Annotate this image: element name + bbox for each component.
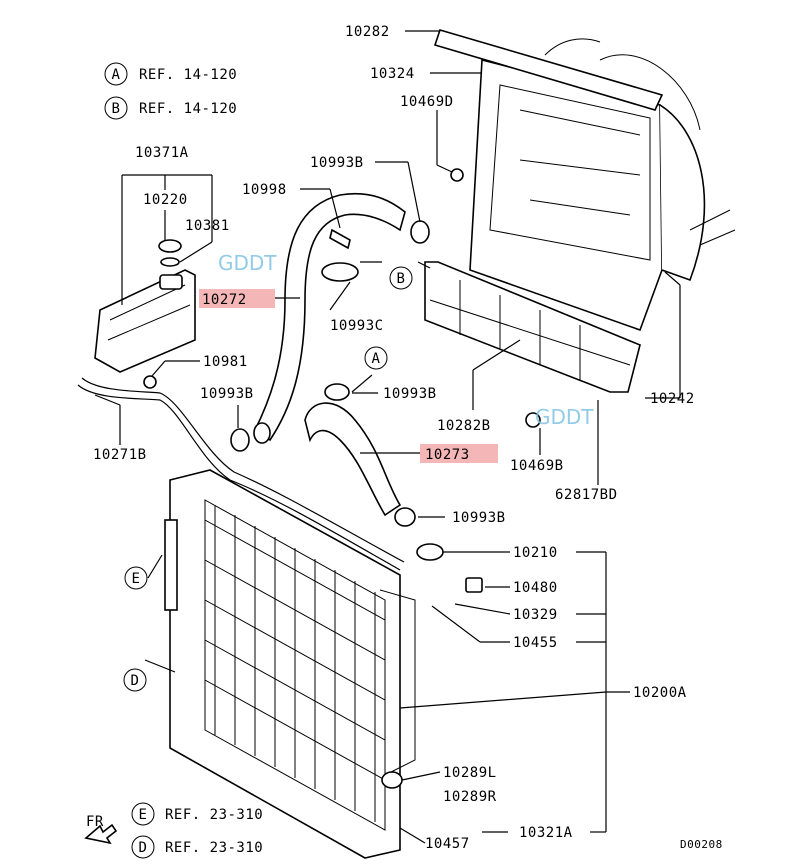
bolt-10469d [450,168,464,182]
leader-lines [94,30,681,844]
svg-text:D: D [131,673,140,689]
ref-b-letter: B [112,101,121,117]
label-10273: 10273 [425,447,470,463]
hose-clamp-upper [410,220,430,244]
lower-hose [304,402,402,517]
tank-bolt [143,375,157,389]
radiator-cap [416,543,444,561]
label-10381: 10381 [185,218,230,234]
svg-text:B: B [397,271,406,287]
label-10480: 10480 [513,580,558,596]
label-10455: 10455 [513,635,558,651]
bolt-10469b [525,412,541,428]
ref-d: D REF. 23-310 [131,835,263,859]
ref-e: E REF. 23-310 [131,802,263,826]
label-10993c: 10993C [330,318,384,334]
label-10469d: 10469D [400,94,454,110]
label-10282: 10282 [345,24,390,40]
label-10282b: 10282B [437,418,491,434]
ref-a-letter: A [112,67,121,83]
label-10271b: 10271B [93,447,147,463]
callout-e: E [124,566,148,590]
label-10993b-4: 10993B [452,510,506,526]
bracket-10998 [329,228,351,250]
hose-clamp-lower-a [324,383,350,401]
callout-d: D [123,668,147,692]
label-10289r: 10289R [443,789,497,805]
label-10210: 10210 [513,545,558,561]
tank-cap [158,239,182,267]
label-10993b-3: 10993B [383,386,437,402]
label-10993b-1: 10993B [310,155,364,171]
ref-d-letter: D [139,840,148,856]
radiator [164,469,416,859]
front-arrow-icon [84,823,118,845]
ref-b: B REF. 14-120 [104,96,237,120]
svg-text:E: E [132,571,141,587]
highlight-10272 [199,289,275,308]
label-diagram-code: D00208 [680,838,723,851]
label-10272: 10272 [202,292,247,308]
ref-d-text: REF. 23-310 [165,840,263,856]
label-10220: 10220 [143,192,188,208]
fan-shroud [469,38,736,332]
label-10981: 10981 [203,354,248,370]
label-10289l: 10289L [443,765,497,781]
highlight-10273 [420,444,498,463]
ref-a: A REF. 14-120 [104,62,237,86]
label-10469b: 10469B [510,458,564,474]
watermark-1: GDDT [218,251,277,275]
label-10324: 10324 [370,66,415,82]
callout-a: A [364,346,388,370]
reserve-tank [94,269,196,373]
mount-cushion [381,771,403,789]
label-10200a: 10200A [633,685,687,701]
label-10329: 10329 [513,607,558,623]
svg-text:A: A [372,351,381,367]
callout-b: B [389,266,413,290]
drain-plug [465,577,483,593]
ref-a-text: REF. 14-120 [139,67,237,83]
label-10371a: 10371A [135,145,189,161]
label-10457: 10457 [425,836,470,852]
upper-seal-bar [433,29,664,111]
label-10242: 10242 [650,391,695,407]
lower-shroud-panel [424,261,641,393]
label-10321a: 10321A [519,825,573,841]
label-10998: 10998 [242,182,287,198]
hose-clamp-lower-b [394,507,416,527]
hose-clamp-left [230,428,250,452]
clamp-10993c [321,262,359,282]
label-62817bd: 62817BD [555,487,618,503]
label-10993b-2: 10993B [200,386,254,402]
ref-b-text: REF. 14-120 [139,101,237,117]
label-fr: FR [86,814,104,830]
ref-e-text: REF. 23-310 [165,807,263,823]
upper-hose [253,192,406,444]
overflow-hose [77,384,401,571]
ref-e-letter: E [139,807,148,823]
watermark-2: GDDT [535,405,594,429]
